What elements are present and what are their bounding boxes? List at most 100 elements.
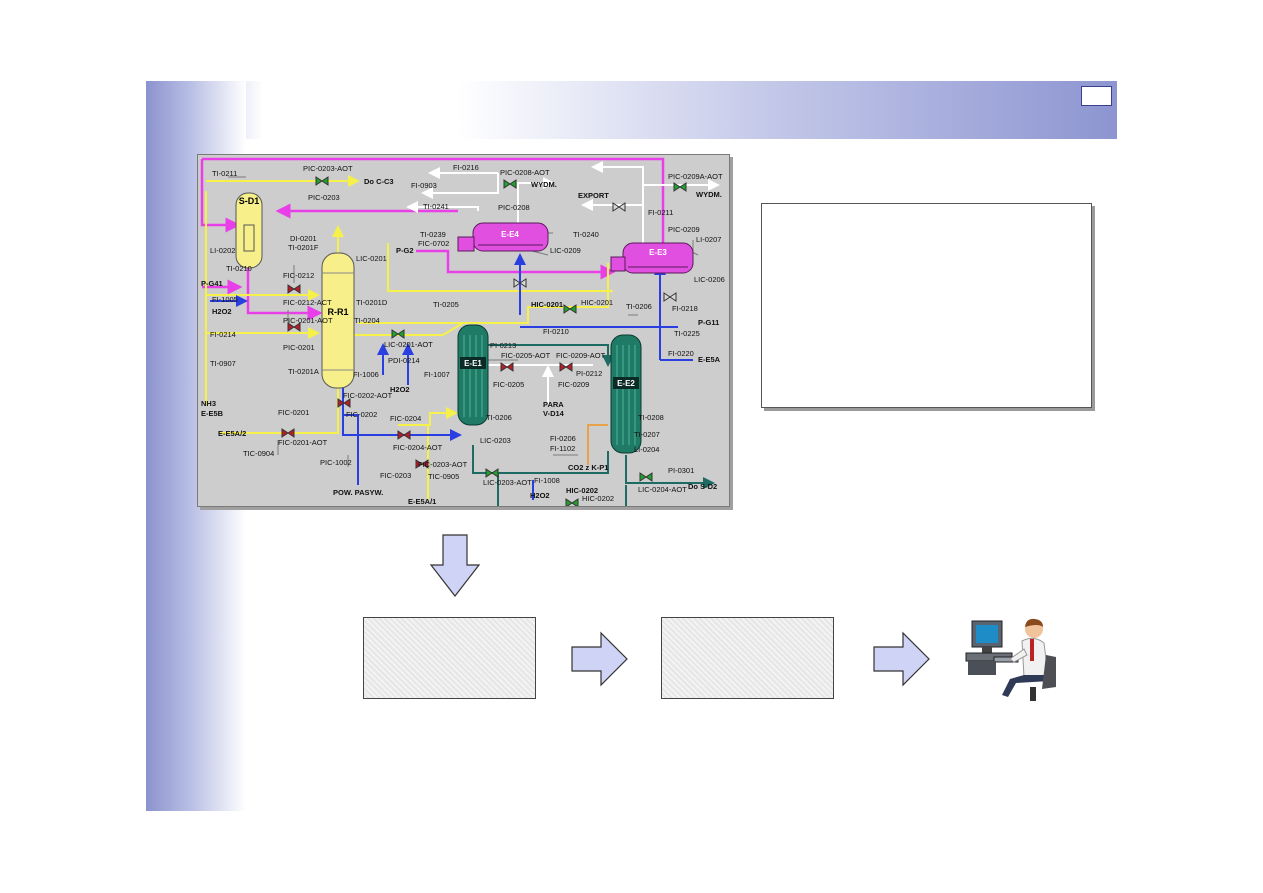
pipe [358,263,609,324]
tag: FIC-0203 [380,471,411,480]
pipe [421,173,499,199]
tag: FI-0206 [550,434,576,443]
tag: PDI-0214 [388,356,420,365]
pipe [348,322,464,336]
tag: Do S-D2 [688,482,717,491]
tag: FIC-0201-AOT [278,438,328,447]
tag: NH3 [201,399,216,408]
tag: FI-1006 [353,370,379,379]
tag: FI-0220 [668,349,694,358]
tag: TI-0211 [212,169,237,178]
tag: FI-0903 [411,181,437,190]
equipment-label-sd1: S-D1 [239,196,260,206]
tag: FIC-0212-ACT [283,298,332,307]
tag: PIC-0201-AOT [283,316,333,325]
tag: FIC-0202-AOT [343,391,393,400]
tag: TI-0201A [288,367,319,376]
tag: LI-0204 [634,445,659,454]
valves [281,176,687,506]
tag: LIC-0201 [356,254,387,263]
tag: TI-0907 [210,359,236,368]
tag: LIC-0206 [694,275,725,284]
tag: FI-1102 [550,444,575,453]
tag: PI-0212 [576,369,602,378]
tag: H2O2 [390,385,410,394]
equipment-label-ee4: E-E4 [501,230,519,239]
tag: PI-0213 [490,341,516,350]
tag: P-G11 [698,318,719,327]
tag: LIC-0201-AOT [384,340,433,349]
tag: TI-0225 [674,329,700,338]
tag: FIC-0209 [558,380,589,389]
tag: HIC-0201 [581,298,613,307]
tag: TI-0240 [573,230,599,239]
heater-ee3: E-E3 [610,242,694,274]
tag: FIC-0212 [283,271,314,280]
tag: FI-1008 [534,476,560,485]
down-arrow-icon [429,534,481,597]
tag: FI-0216 [453,163,479,172]
vessel-sd1: S-D1 [235,192,263,269]
tag: FI-1005 [212,295,238,304]
tag: TIC-0904 [243,449,274,458]
tag: E-E5B [201,409,224,418]
pipe [387,243,613,292]
tag: HIC-0202 [566,486,598,495]
manual-valve [663,292,677,302]
white-pipes [406,161,720,405]
flow-box-2 [661,617,834,699]
tag: FIC-0204 [390,414,421,423]
tag: FIC-0205-AOT [501,351,551,360]
pipe [246,255,323,321]
tag: TI-0241 [423,202,449,211]
heater-ee4: E-E4 [457,222,549,252]
tag: TI-0207 [634,430,660,439]
pipe [406,201,479,213]
slide: S-D1 R-R1 E-E1 E-E2 [146,81,1117,811]
pipe [202,157,665,255]
equipment-label-rr1: R-R1 [327,307,348,317]
tag: FIC-0209-AOT [556,351,606,360]
tag: TI-0204 [354,316,380,325]
tag: DI-0201 [290,234,317,243]
tag: LIC-0209 [550,246,581,255]
control-valve [565,498,579,506]
control-valve [639,472,653,482]
exchanger-ee1: E-E1 [457,324,489,426]
tag: E-E5A/1 [408,497,436,506]
control-valve [485,468,499,478]
control-valve [391,329,405,339]
control-valve [673,182,687,192]
tag: EXPORT [578,191,609,200]
tag: TI-0239 [420,230,446,239]
tag: PARA [543,400,564,409]
header-gradient-band [146,81,1117,139]
control-valve [415,459,429,469]
tag: TI-0208 [638,413,664,422]
pid-svg: S-D1 R-R1 E-E1 E-E2 [200,157,725,506]
tag: PIC-0203 [308,193,340,202]
control-valve [563,304,577,314]
pipe [472,445,609,474]
tag: FI-0214 [210,330,236,339]
tag: PIC-0208 [498,203,530,212]
tag: CO2 z K-P1 [568,463,608,472]
tag: PIC-0203-AOT [303,164,353,173]
tag-labels: TI-0211 PIC-0203-AOT Do C-C3 PIC-0203 FI… [201,163,725,506]
tag: H2O2 [212,307,232,316]
pipe [220,373,344,434]
tag: HIC-0201 [531,300,563,309]
reactor-rr1: R-R1 [321,252,355,389]
flow-box-1 [363,617,536,699]
tag: H2O2 [530,491,550,500]
tag: LIC-0204-AOT [638,485,687,494]
tag: FIC-0202 [346,410,377,419]
tag: FI-1007 [424,370,450,379]
pipe [591,161,644,247]
tag: FI-0218 [672,304,698,313]
tag: FIC-0205 [493,380,524,389]
tag: TI-0201F [288,243,319,252]
tag: FIC-0204-AOT [393,443,443,452]
tag: TIC-0905 [428,472,459,481]
yellow-pipes [205,175,613,500]
